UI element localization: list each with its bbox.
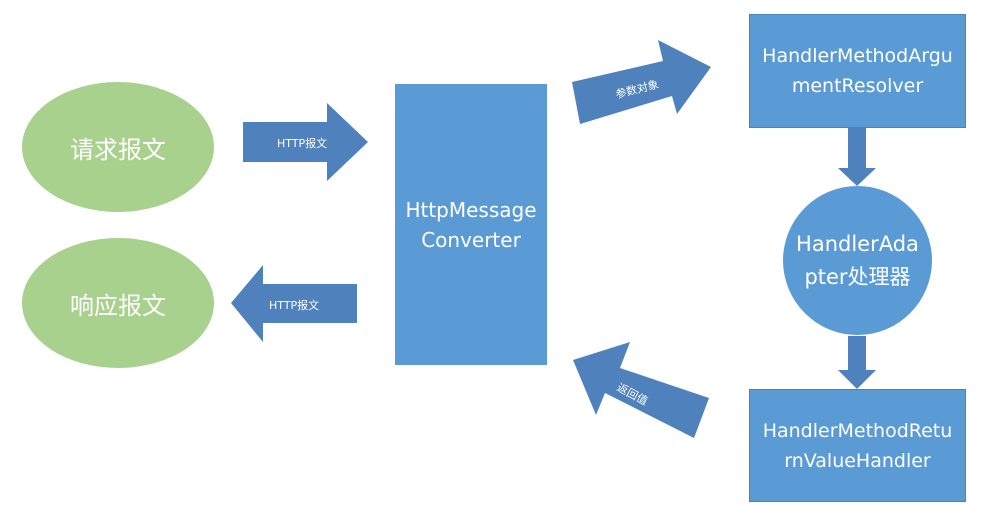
converter-line-1: HttpMessage [405,197,537,222]
response-message-node: 响应报文 [22,238,214,368]
handler-adapter-line-2: pter处理器 [804,264,911,289]
request-message-node: 请求报文 [22,82,214,212]
down-arrow-1 [838,128,876,186]
return-value-handler-box: HandlerMethodRetu rnValueHandler [749,389,966,502]
http-message-converter-box: HttpMessage Converter [395,84,547,365]
return-value-handler-line-1: HandlerMethodRetu [762,419,953,442]
request-message-label: 请求报文 [70,135,166,164]
return-value-handler-line-2: rnValueHandler [784,449,931,472]
http-out-arrow [231,265,357,342]
http-in-arrow [243,103,368,181]
argument-resolver-line-2: mentResolver [791,75,924,97]
argument-resolver-box: HandlerMethodArgu mentResolver [749,14,966,128]
handler-adapter-line-1: HandlerAda [796,231,919,256]
param-object-arrow [572,40,711,124]
argument-resolver-line-1: HandlerMethodArgu [762,45,953,67]
http-out-label: HTTP报文 [269,299,320,312]
handler-adapter-node: HandlerAda pter处理器 [783,186,932,335]
response-message-label: 响应报文 [70,291,166,320]
return-value-arrow [573,342,709,438]
converter-line-2: Converter [421,227,521,252]
down-arrow-2 [838,336,876,389]
http-in-label: HTTP报文 [277,137,328,150]
